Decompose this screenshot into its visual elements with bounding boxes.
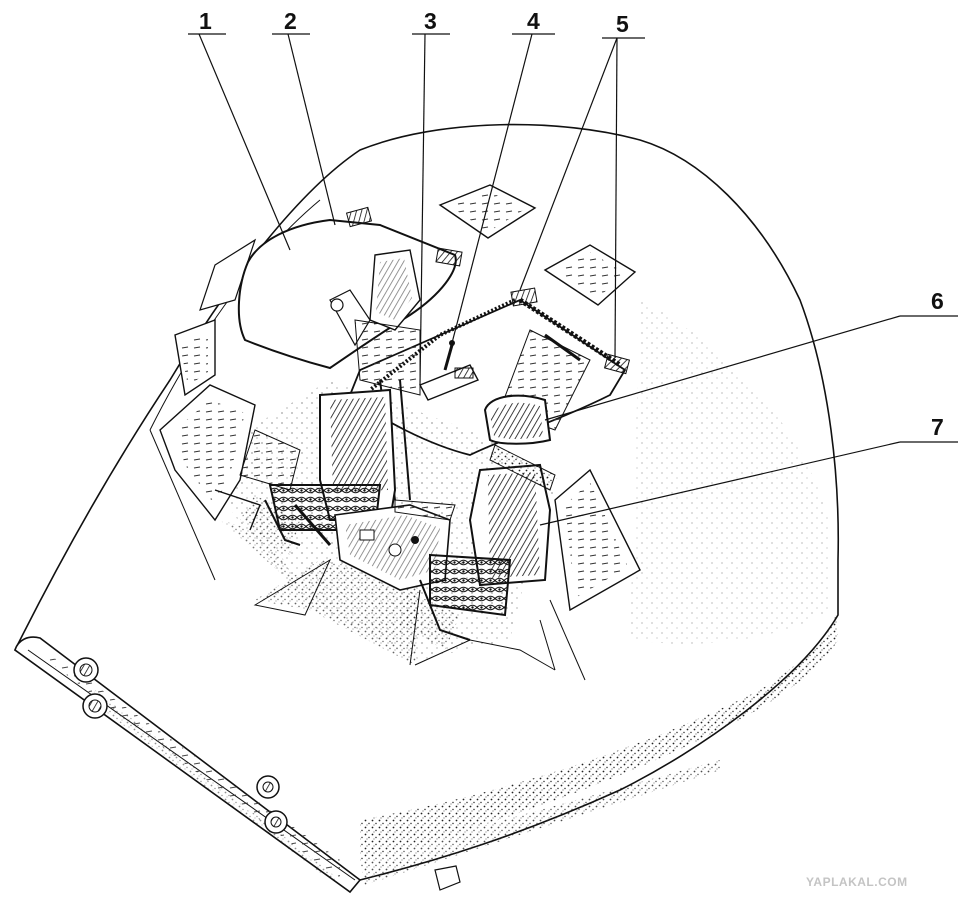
rear-frame (329, 249, 421, 501)
leader-lines (188, 33, 958, 526)
callout-2: 2 (284, 8, 297, 34)
right-seat (400, 394, 556, 650)
left-cockpit-wall (214, 429, 301, 590)
callout-1: 1 (199, 8, 212, 34)
callout-3: 3 (424, 8, 437, 34)
right-side-window (539, 468, 641, 681)
callout-4: 4 (527, 8, 540, 34)
left-side-windows (149, 238, 257, 581)
callout-7: 7 (931, 414, 944, 440)
callout-6: 6 (931, 288, 944, 314)
centre-console (334, 499, 456, 591)
roof-hatches (438, 184, 637, 306)
nose-base-frame (14, 615, 838, 894)
site-watermark: YAPLAKAL.COM (806, 875, 908, 889)
callout-5: 5 (616, 11, 629, 37)
